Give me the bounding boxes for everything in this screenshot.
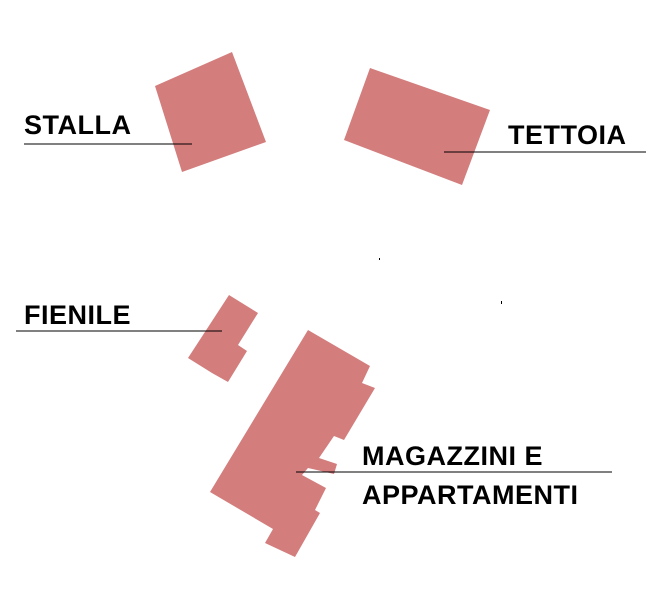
stalla-building [155,52,266,172]
tettoia-label: TETTOIA [508,120,627,150]
speck-mark [501,301,502,304]
stalla-label: STALLA [24,110,132,140]
fienile-building [188,295,258,382]
speck-mark [379,258,380,260]
magazzini-label-line2: APPARTAMENTI [362,480,579,510]
magazzini-building [210,330,375,557]
magazzini-label-line1: MAGAZZINI E [362,441,543,471]
fienile-label: FIENILE [24,300,132,330]
tettoia-building [344,68,490,185]
